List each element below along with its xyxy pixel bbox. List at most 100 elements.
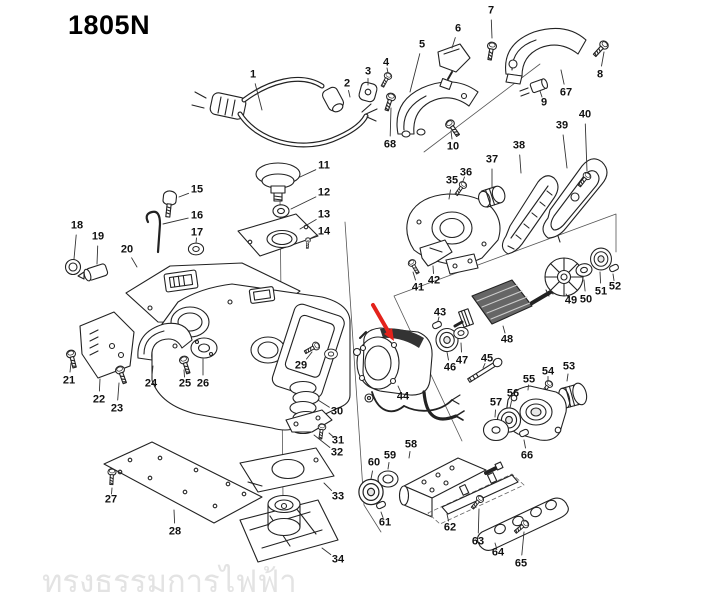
- leader-line-4: [386, 67, 389, 74]
- drive-belt-38-drawing: [501, 175, 559, 255]
- leader-line-39: [562, 134, 568, 169]
- bearing-51: [590, 247, 612, 271]
- pointer-arrow: [371, 303, 394, 341]
- leader-line-28: [173, 509, 176, 524]
- leader-line-11: [299, 169, 317, 178]
- leader-line-9: [539, 90, 543, 98]
- screw-4: [378, 70, 394, 89]
- leader-line-64: [494, 542, 497, 549]
- bearing-housing-55-drawing: [505, 385, 567, 441]
- leader-line-23: [117, 382, 120, 401]
- leader-line-35: [448, 189, 451, 200]
- leader-line-30: [317, 399, 330, 408]
- bolt-15-drawing: [162, 190, 178, 218]
- leader-line-42: [432, 265, 434, 274]
- leader-line-18: [73, 234, 77, 260]
- leader-line-66: [523, 439, 526, 449]
- leader-line-38: [519, 154, 522, 174]
- leader-lines: [69, 19, 615, 556]
- model-title: 1805N: [68, 10, 151, 40]
- leader-line-32: [313, 434, 331, 448]
- button-9-drawing: [519, 78, 549, 97]
- leader-line-62: [446, 513, 449, 522]
- leader-line-61: [380, 511, 384, 518]
- cord-guard: [321, 86, 345, 113]
- handle-half-67-drawing: [505, 27, 587, 85]
- leader-line-52: [612, 273, 615, 281]
- leader-line-13: [299, 219, 317, 230]
- belt-cover-39-drawing: [542, 158, 608, 243]
- washer-57-drawing: [482, 418, 510, 442]
- screw-31: [316, 422, 327, 440]
- leader-line-15: [178, 192, 190, 198]
- pulley-37-drawing: [478, 185, 506, 208]
- screw-8: [590, 38, 611, 59]
- leader-line-45: [482, 363, 486, 369]
- leader-line-31: [328, 432, 334, 438]
- leader-line-16: [162, 217, 189, 225]
- leader-line-60: [370, 470, 373, 480]
- leader-line-68: [389, 107, 392, 137]
- screw-41: [406, 257, 422, 276]
- leader-line-1: [254, 83, 263, 111]
- leader-line-14: [310, 234, 318, 239]
- leader-line-33: [323, 482, 333, 492]
- base-plate-28-drawing: [103, 441, 263, 524]
- leader-line-5: [409, 53, 421, 93]
- leader-line-24: [151, 365, 154, 376]
- side-cover-22-drawing: [79, 311, 135, 379]
- knob-drawing: [255, 162, 301, 202]
- leader-line-65: [521, 531, 525, 556]
- cover-plate-13-drawing: [237, 213, 319, 257]
- screw-27: [106, 467, 117, 486]
- leader-line-41: [412, 271, 416, 281]
- leader-line-27: [111, 487, 113, 495]
- leader-line-55: [527, 384, 529, 391]
- cap-18-drawing: [64, 258, 82, 276]
- washer-17: [187, 242, 205, 256]
- power-cord-drawing: [191, 76, 378, 148]
- leader-line-34: [321, 547, 332, 556]
- leader-line-29: [306, 351, 313, 360]
- leader-line-58: [408, 451, 411, 459]
- bearing-60: [358, 478, 384, 506]
- leader-line-2: [348, 90, 351, 98]
- watermark: ทรงธรรมการไฟฟ้า: [42, 564, 297, 598]
- group-boundary-lines: [279, 63, 617, 533]
- leader-line-63: [477, 508, 480, 534]
- bolt-45-drawing: [467, 357, 503, 383]
- fitting-19-drawing: [77, 263, 109, 282]
- leader-line-53: [566, 373, 569, 382]
- screw-14: [304, 237, 312, 249]
- leader-line-51: [599, 271, 602, 284]
- leader-line-22: [98, 378, 101, 392]
- leader-line-6: [451, 37, 456, 49]
- screw-7: [484, 40, 498, 62]
- leader-line-59: [387, 462, 390, 470]
- screw-23: [113, 364, 130, 386]
- bracket-42-drawing: [419, 239, 453, 267]
- leader-line-8: [601, 51, 605, 67]
- leader-line-25: [183, 369, 185, 378]
- handle-half-5-drawing: [396, 81, 479, 138]
- switch-drawing: [437, 43, 471, 91]
- hook-16-drawing: [145, 210, 162, 254]
- leader-line-57: [494, 409, 496, 418]
- blade-rail-62-drawing: [441, 472, 519, 515]
- washer-12: [272, 204, 290, 218]
- motor-field-44-drawing: [352, 327, 465, 421]
- leader-line-44: [397, 385, 401, 392]
- leader-line-12: [290, 196, 317, 210]
- pin-43: [431, 320, 443, 330]
- leader-line-56: [509, 400, 512, 409]
- leader-line-20: [131, 257, 138, 268]
- leader-line-49: [565, 293, 569, 298]
- leader-line-47: [460, 342, 462, 353]
- front-grip-24-drawing: [137, 322, 193, 361]
- fan-49-drawing: [544, 257, 584, 297]
- leader-line-48: [502, 325, 506, 334]
- cutter-drum-58-drawing: [398, 457, 504, 518]
- terminal-plate-drawing: [358, 81, 378, 103]
